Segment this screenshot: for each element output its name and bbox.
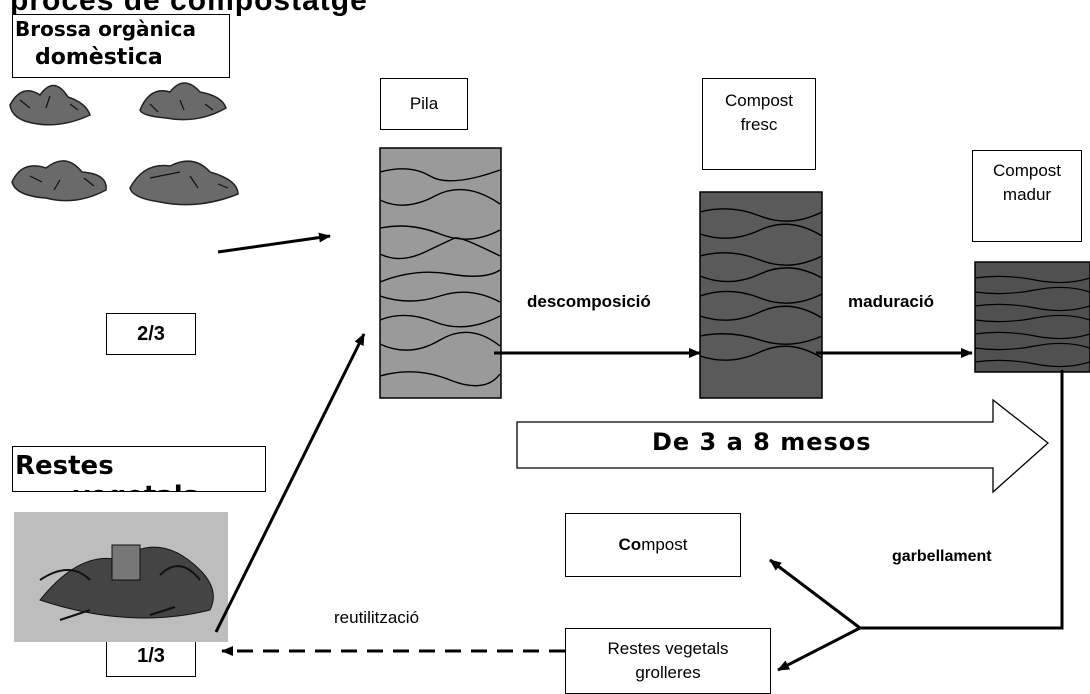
mature-compost-label-line2: madur [1002,185,1052,204]
coarse-residue-line2: grolleres [635,663,701,682]
fresh-compost-label-line2: fresc [740,115,778,134]
plant-waste-title: Restes [15,451,114,481]
sieving-line [860,370,1064,630]
duration-label: De 3 a 8 mesos [652,428,872,456]
reuse-label: reutilització [334,608,420,627]
pile-layers [379,168,501,387]
sieving-label: garbellament [892,548,992,565]
plant-waste-title-cut: vegetals [73,481,198,491]
fresh-compost-layers [699,208,823,361]
household-waste-line1: Brossa orgànica [15,17,196,41]
ratio-two-thirds-text: 2/3 [137,322,165,345]
arrow-to-compost [769,558,861,630]
decomposition-label: descomposició [527,292,651,311]
pile-label: Pila [409,94,439,113]
mature-compost-label-line1: Compost [992,161,1062,180]
arrow-to-coarse-residue [777,626,861,672]
plant-waste-illustration [14,512,228,642]
ratio-one-third-text: 1/3 [137,644,165,667]
fresh-compost-label-box: Compost fresc [702,78,816,170]
pile-label-box: Pila [380,78,468,130]
household-waste-line2: domèstica [35,45,163,70]
plant-waste-label: Restes vegetals [12,446,266,492]
fresh-compost-block [699,191,823,399]
mature-compost-layers [974,275,1090,368]
compost-output-rest: mpost [641,535,688,554]
coarse-residue-line1: Restes vegetals [607,639,729,658]
fresh-compost-label-line1: Compost [724,91,794,110]
duration-arrow [516,398,1050,494]
coarse-plant-residue-box: Restes vegetals grolleres [565,628,771,694]
ratio-two-thirds-box: 2/3 [106,313,196,355]
mature-compost-label-box: Compost madur [972,150,1082,242]
compost-output-bold: Co [618,535,642,554]
food-waste-illustration [9,82,239,206]
maturation-label: maduració [848,292,934,311]
household-waste-label: Brossa orgànica domèstica [12,14,230,78]
arrow-waste-to-pile [217,232,331,254]
diagram-title: procés de compostatge [10,0,368,17]
mature-compost-block [974,261,1090,373]
arrow-plant-to-pile [214,333,366,633]
compost-output-box: Compost [565,513,741,577]
